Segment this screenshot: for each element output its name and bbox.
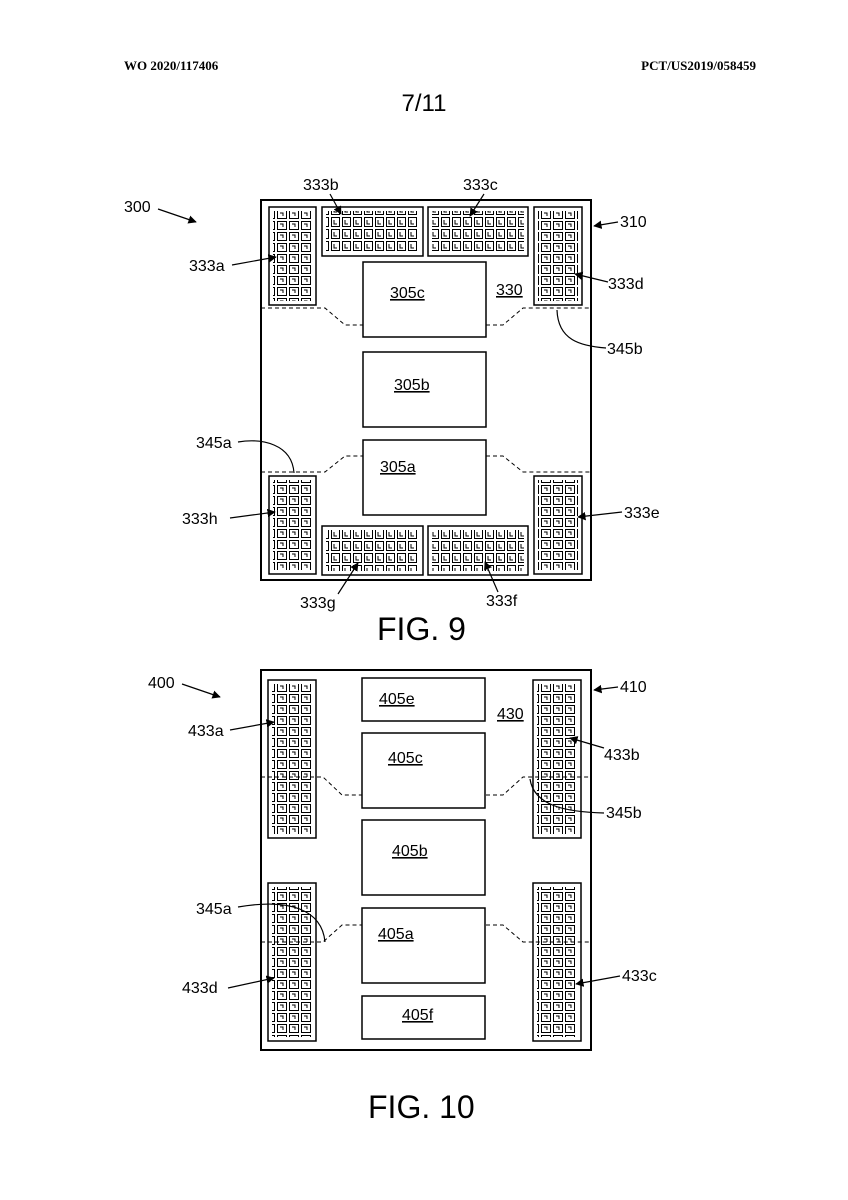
ref-333e: 333e	[624, 505, 660, 522]
ref-345b: 345b	[607, 341, 643, 358]
die-label-405f: 405f	[402, 1007, 434, 1024]
die-label-305a: 305a	[380, 459, 416, 476]
array-333h	[268, 475, 317, 575]
ref-400: 400	[148, 675, 175, 692]
die-405e	[361, 677, 486, 722]
array-433a	[267, 679, 317, 839]
array-433b	[532, 679, 582, 839]
substrate-410	[260, 669, 592, 1051]
ref-333d: 333d	[608, 276, 644, 293]
array-333b	[321, 206, 424, 257]
die-405a	[361, 907, 486, 984]
ref-333b: 333b	[303, 177, 339, 194]
array-333a	[268, 206, 317, 306]
die-label-305b: 305b	[394, 377, 430, 394]
die-405b	[361, 819, 486, 896]
ref-333c: 333c	[463, 177, 498, 194]
ref-433b: 433b	[604, 747, 640, 764]
die-label-405b: 405b	[392, 843, 428, 860]
ref-300: 300	[124, 199, 151, 216]
region-label-330: 330	[496, 282, 523, 299]
array-333c	[427, 206, 529, 257]
ref-433c: 433c	[622, 968, 657, 985]
die-label-305c: 305c	[390, 285, 425, 302]
ref-333g: 333g	[300, 595, 336, 612]
array-333d	[533, 206, 583, 306]
die-305b	[362, 351, 487, 428]
die-305a	[362, 439, 487, 516]
array-333e	[533, 475, 583, 575]
ref-345a-fig10: 345a	[196, 901, 232, 918]
ref-433a: 433a	[188, 723, 224, 740]
array-433c	[532, 882, 582, 1042]
ref-345b-fig10: 345b	[606, 805, 642, 822]
figure-10-caption: FIG. 10	[368, 1089, 475, 1125]
boundary-345b	[261, 307, 591, 326]
die-label-405e: 405e	[379, 691, 415, 708]
substrate-310	[260, 199, 592, 581]
array-333f	[427, 525, 529, 576]
ref-345a: 345a	[196, 435, 232, 452]
figure-9: 305c 305b 305a 330 300 310 333b 333c 333…	[124, 177, 660, 647]
figure-9-caption: FIG. 9	[377, 611, 466, 647]
die-405f	[361, 995, 486, 1040]
publication-number: WO 2020/117406	[124, 58, 219, 73]
die-label-405c: 405c	[388, 750, 423, 767]
sheet-number: 7/11	[401, 90, 447, 117]
die-305c	[362, 261, 487, 338]
figure-10: 405e 405c 405b 405a 405f 430 400 410 433…	[148, 669, 657, 1125]
ref-410: 410	[620, 679, 647, 696]
ref-333a: 333a	[189, 258, 225, 275]
boundary-345a	[261, 455, 591, 473]
ref-433d: 433d	[182, 980, 218, 997]
ref-310: 310	[620, 214, 647, 231]
region-label-430: 430	[497, 706, 524, 723]
array-333g	[321, 525, 424, 576]
ref-333h: 333h	[182, 511, 218, 528]
ref-333f: 333f	[486, 593, 518, 610]
die-405c	[361, 732, 486, 809]
application-number: PCT/US2019/058459	[641, 58, 756, 73]
die-label-405a: 405a	[378, 926, 414, 943]
